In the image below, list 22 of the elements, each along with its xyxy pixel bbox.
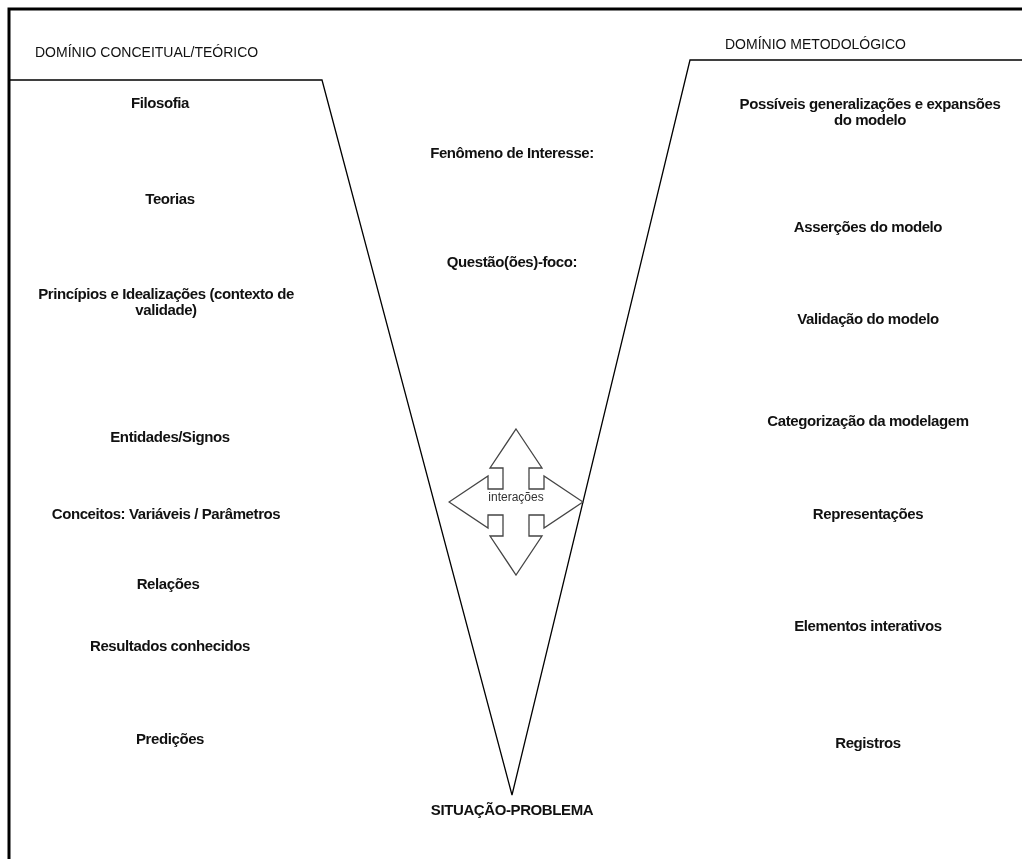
domain-heading: DOMÍNIO METODOLÓGICO bbox=[725, 36, 907, 52]
v-label: Fenômeno de Interesse: bbox=[429, 145, 595, 161]
v-label: Possíveis generalizações e expansões do modelo bbox=[738, 96, 1002, 128]
v-label: Conceitos: Variáveis / Parâmetros bbox=[50, 506, 282, 522]
v-label: Elementos interativos bbox=[793, 618, 943, 634]
v-label: Teorias bbox=[144, 191, 196, 207]
four-way-arrow bbox=[448, 428, 584, 576]
v-label: Registros bbox=[834, 735, 902, 751]
arrow-label: interações bbox=[487, 490, 545, 504]
v-label: Categorização da modelagem bbox=[766, 413, 970, 429]
v-label: Questão(ões)-foco: bbox=[445, 254, 579, 270]
v-label: SITUAÇÃO-PROBLEMA bbox=[429, 802, 595, 818]
v-label: Validação do modelo bbox=[796, 311, 940, 327]
v-label: Asserções do modelo bbox=[792, 219, 944, 235]
v-label: Resultados conhecidos bbox=[89, 638, 251, 654]
v-label: Princípios e Idealizações (contexto de validade) bbox=[37, 286, 295, 318]
v-label: Representações bbox=[811, 506, 925, 522]
domain-heading: DOMÍNIO CONCEITUAL/TEÓRICO bbox=[35, 44, 260, 60]
v-label: Filosofia bbox=[129, 95, 191, 111]
v-label: Entidades/Signos bbox=[109, 429, 231, 445]
v-label: Relações bbox=[135, 576, 201, 592]
v-label: Predições bbox=[134, 731, 206, 747]
